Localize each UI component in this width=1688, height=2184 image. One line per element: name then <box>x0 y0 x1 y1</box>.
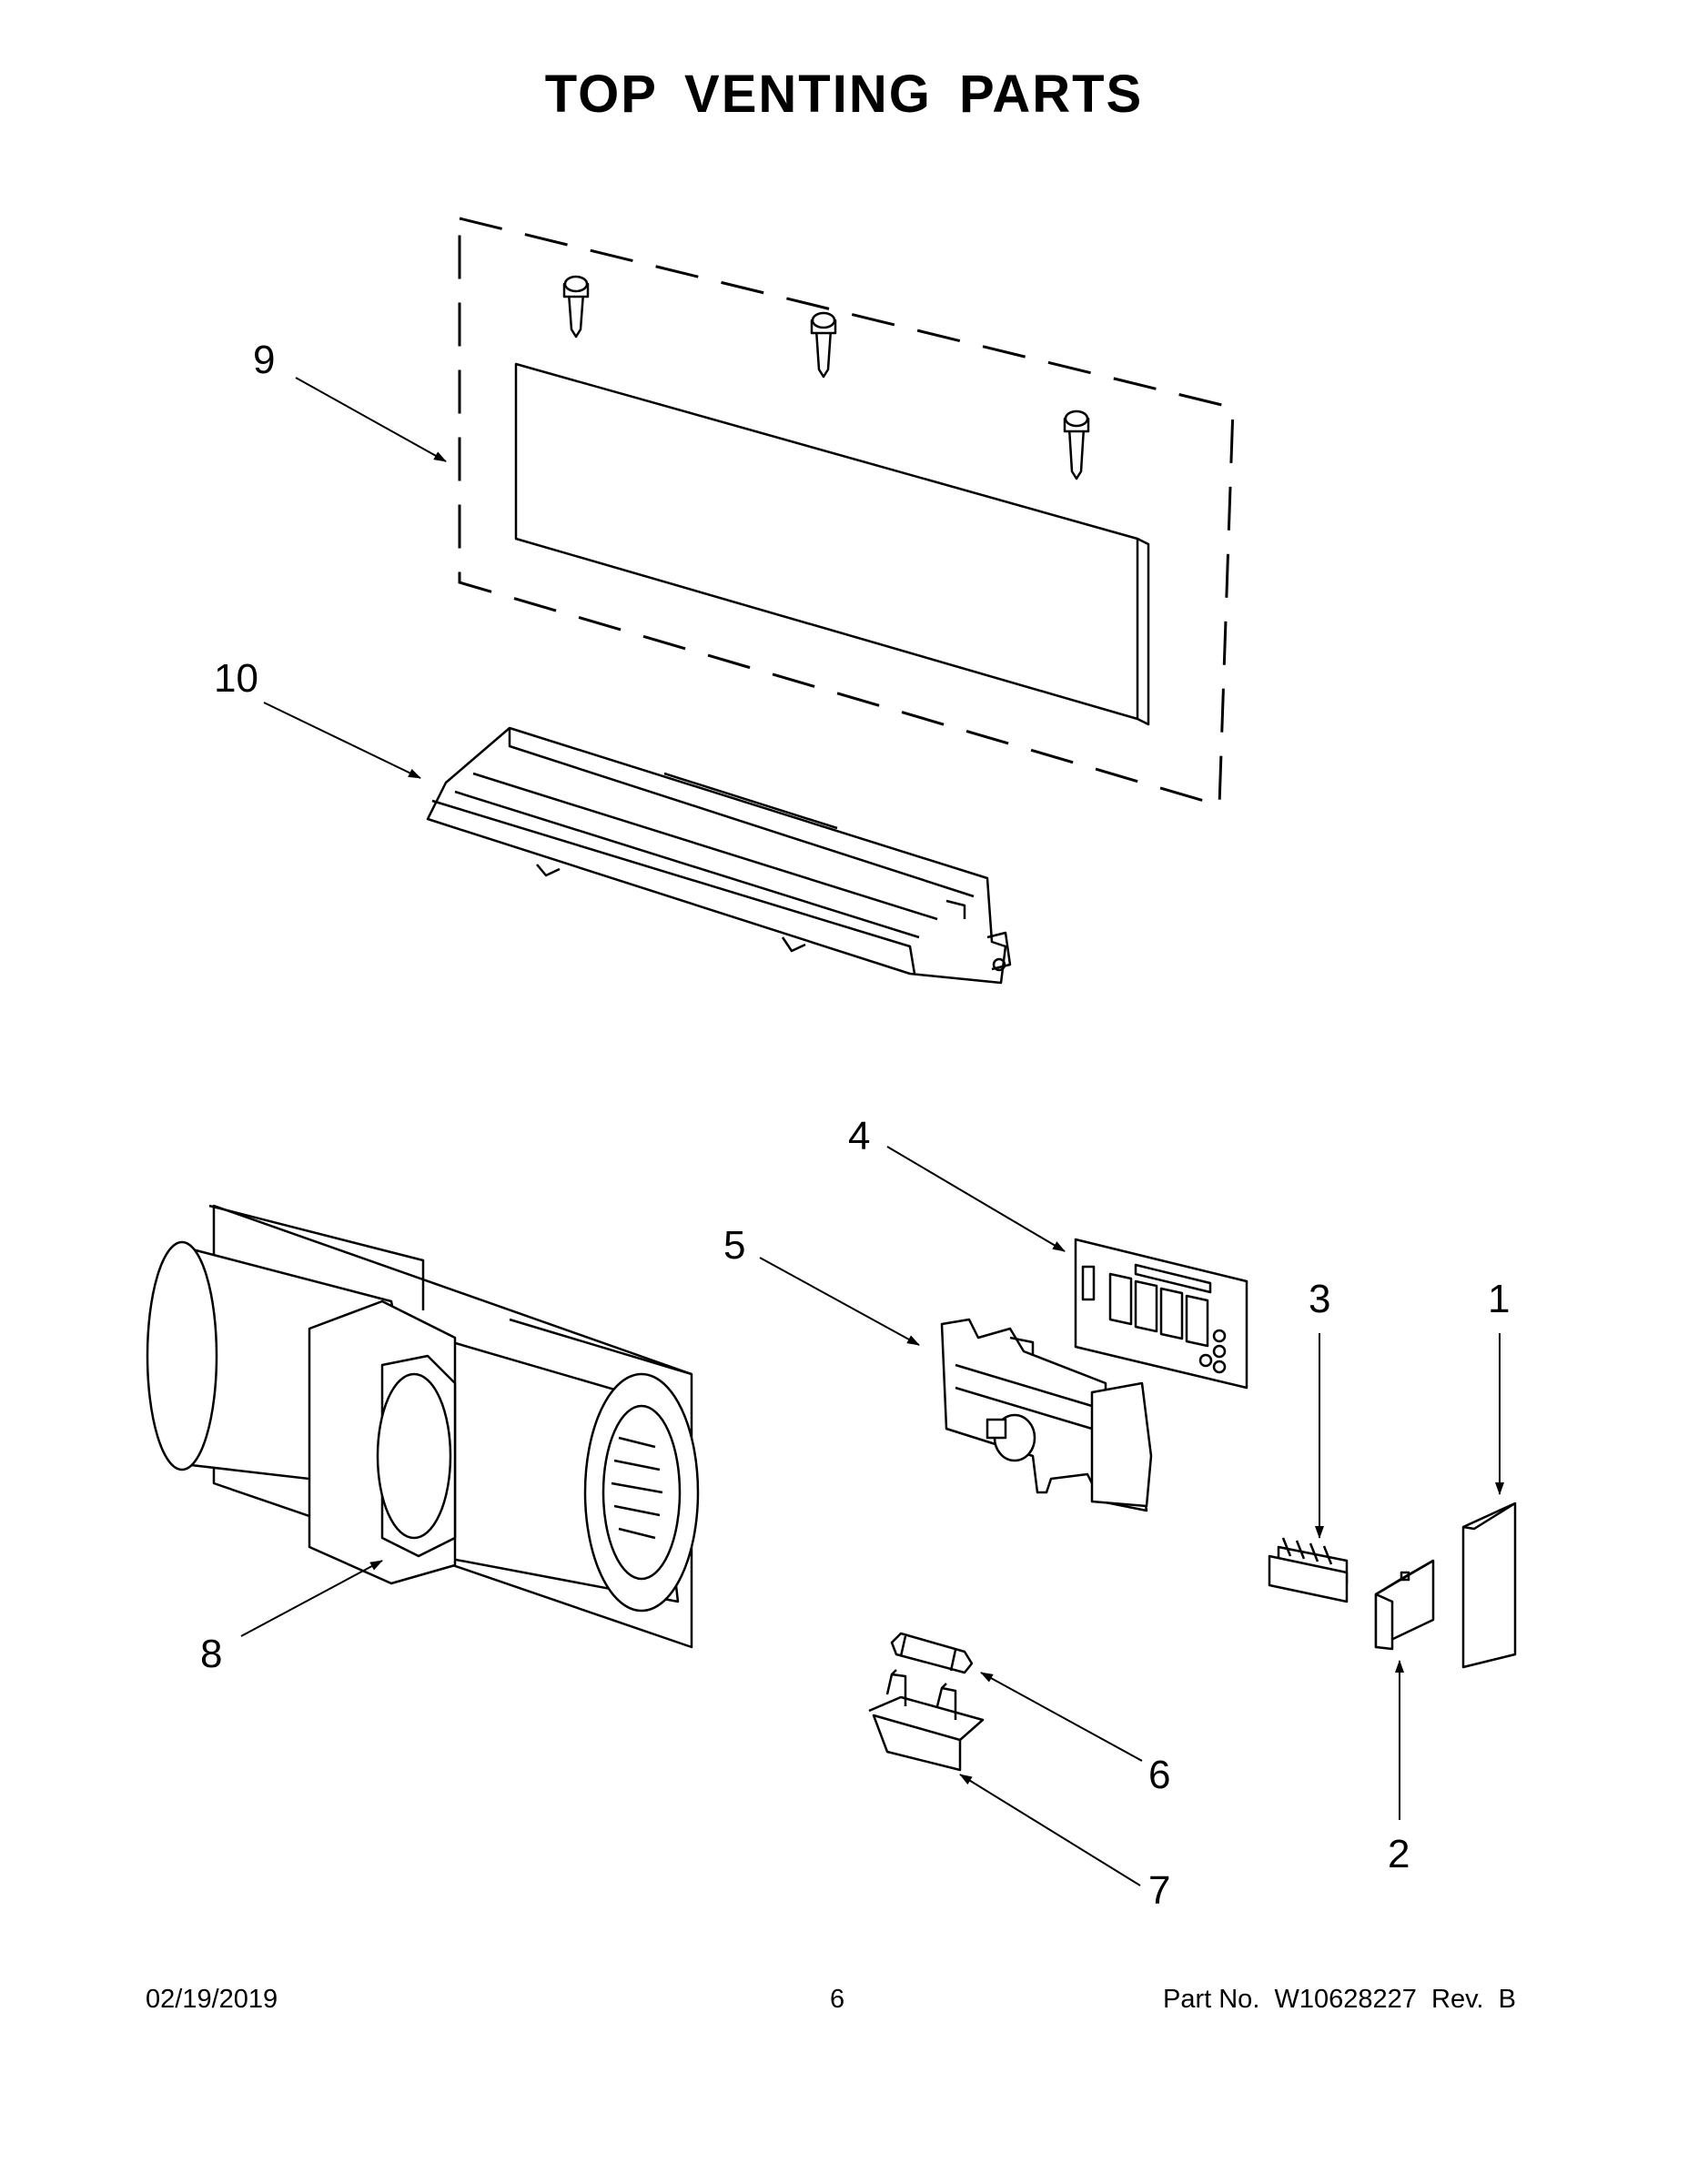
part-5-bracket <box>940 1318 1153 1512</box>
callout-7: 7 <box>1148 1868 1170 1913</box>
part-8-blower-motor <box>146 1204 700 1649</box>
screw-icon <box>562 275 590 339</box>
part-10-vent-bracket <box>426 726 1012 985</box>
callout-1: 1 <box>1488 1277 1510 1321</box>
page-title: TOP VENTING PARTS <box>544 65 1144 124</box>
part-9-vent-plate <box>458 217 1235 807</box>
part-3-connector <box>1268 1537 1349 1603</box>
part-2-relay <box>1374 1559 1435 1651</box>
callout-6: 6 <box>1148 1753 1170 1797</box>
callout-8: 8 <box>200 1632 222 1676</box>
footer-part-number: Part No. W10628227 Rev. B <box>1163 1985 1516 2014</box>
callout-10: 10 <box>214 656 258 701</box>
callout-3: 3 <box>1309 1277 1330 1321</box>
footer-page-number: 6 <box>830 1985 845 2014</box>
part-7-fuse-holder <box>868 1669 985 1772</box>
callout-5: 5 <box>723 1223 745 1268</box>
leader-lines <box>240 377 1504 1886</box>
callout-4: 4 <box>848 1114 870 1158</box>
part-4-control-board <box>1074 1238 1248 1390</box>
screw-icon <box>1063 410 1090 480</box>
part-6-fuse <box>890 1632 974 1674</box>
callout-9: 9 <box>253 338 275 382</box>
callout-2: 2 <box>1388 1832 1410 1876</box>
callout-numbers: 9 10 4 5 3 1 8 6 2 7 <box>200 338 1510 1913</box>
part-1-block <box>1461 1502 1517 1669</box>
footer-date: 02/19/2019 <box>146 1985 278 2014</box>
screw-icon <box>810 311 837 379</box>
